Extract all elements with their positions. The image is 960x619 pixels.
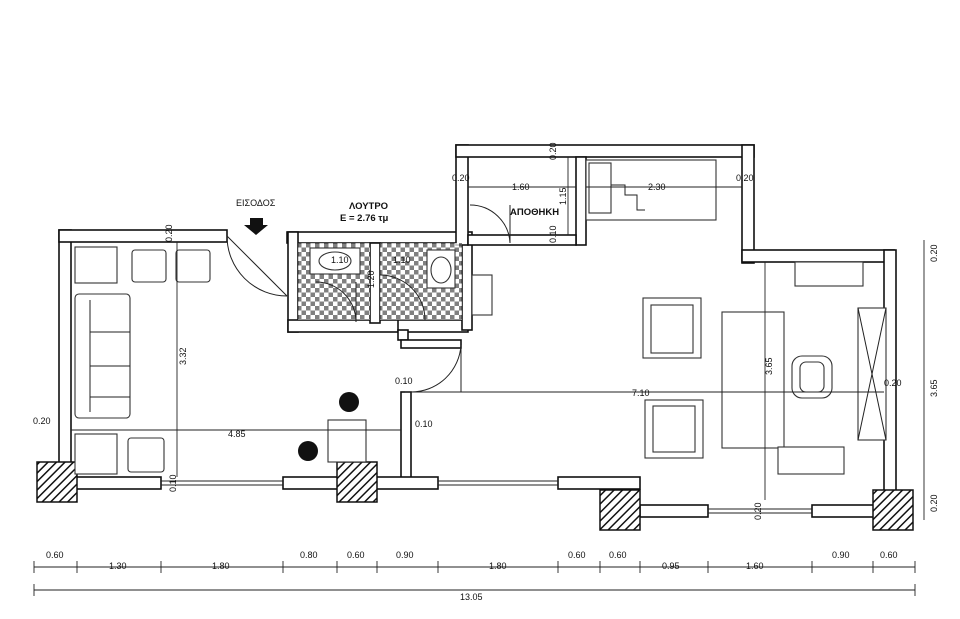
dim-020-r1: 0.20 xyxy=(929,244,939,262)
dim-020-left: 0.20 xyxy=(33,416,51,426)
dim-230: 2.30 xyxy=(648,182,666,192)
dim-010-bl: 0.10 xyxy=(168,474,178,492)
living-furniture xyxy=(74,246,367,475)
overall-dim: 13.05 xyxy=(460,592,483,602)
bathroom-area-label: E = 2.76 τμ xyxy=(340,213,389,224)
office-furniture xyxy=(642,261,887,475)
dim-110-a: 1.10 xyxy=(331,255,349,265)
dim-020-top2: 0.20 xyxy=(736,173,754,183)
columns xyxy=(36,461,914,531)
bottom-dim-2: 1.80 xyxy=(212,561,230,571)
bottom-dim-5: 0.90 xyxy=(396,550,414,560)
dimension-lines xyxy=(34,157,925,591)
bottom-dim-8: 0.60 xyxy=(609,550,627,560)
dim-485: 4.85 xyxy=(228,429,246,439)
stair-block xyxy=(585,159,717,221)
dim-365-in: 3.65 xyxy=(764,357,774,375)
central-door xyxy=(410,344,462,393)
storage-door xyxy=(469,204,511,244)
bathroom xyxy=(298,243,493,323)
windows xyxy=(161,480,812,514)
dim-020-mid: 0.20 xyxy=(884,378,902,388)
storage-label: ΑΠΟΘΗΚΗ xyxy=(510,207,559,218)
entrance-label: ΕΙΣΟΔΟΣ xyxy=(236,198,276,208)
dim-010-b: 0.10 xyxy=(415,419,433,429)
entrance-arrow-icon xyxy=(244,218,268,235)
bottom-dim-3: 0.80 xyxy=(300,550,318,560)
dim-332: 3.32 xyxy=(178,347,188,365)
bottom-dim-12: 0.60 xyxy=(880,550,898,560)
dim-020-v1: 0.20 xyxy=(164,224,174,242)
bottom-dim-6: 1.80 xyxy=(489,561,507,571)
bottom-dim-10: 1.60 xyxy=(746,561,764,571)
dim-365-r: 3.65 xyxy=(929,379,939,397)
dim-010-v: 0.10 xyxy=(548,225,558,243)
dim-120: 1.20 xyxy=(366,270,376,288)
dim-710: 7.10 xyxy=(632,388,650,398)
entrance-door xyxy=(226,218,288,297)
dim-010-a: 0.10 xyxy=(395,376,413,386)
dim-160-top: 1.60 xyxy=(512,182,530,192)
bathroom-label: ΛΟΥΤΡΟ xyxy=(349,201,388,212)
dim-115: 1.15 xyxy=(558,187,568,205)
bottom-ticks xyxy=(33,561,916,596)
bottom-dim-0: 0.60 xyxy=(46,550,64,560)
bottom-dim-4: 0.60 xyxy=(347,550,365,560)
dim-020-bm: 0.20 xyxy=(753,502,763,520)
dim-110-b: 1.10 xyxy=(393,255,411,265)
dim-020-top: 0.20 xyxy=(452,173,470,183)
dim-020-r2: 0.20 xyxy=(929,494,939,512)
bottom-dim-11: 0.90 xyxy=(832,550,850,560)
bottom-dim-9: 0.95 xyxy=(662,561,680,571)
dim-020-v2: 0.20 xyxy=(548,142,558,160)
bottom-dim-7: 0.60 xyxy=(568,550,586,560)
bottom-dim-1: 1.30 xyxy=(109,561,127,571)
